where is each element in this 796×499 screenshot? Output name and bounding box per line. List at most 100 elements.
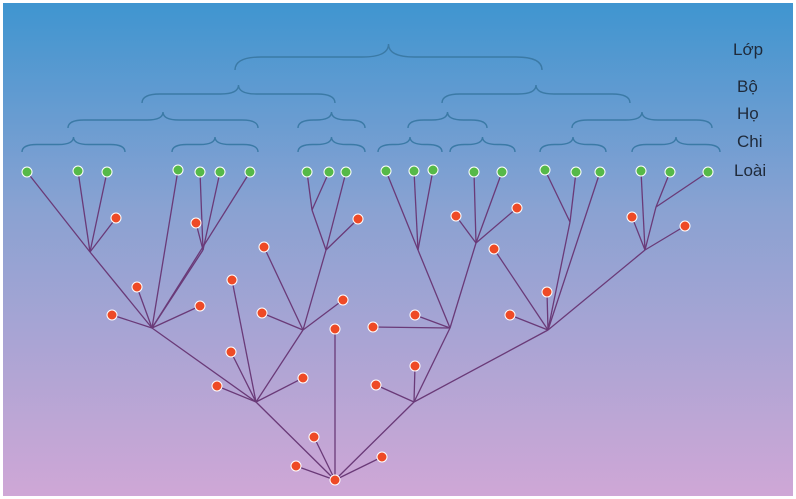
branch-line — [136, 286, 153, 329]
branch-line — [313, 436, 336, 481]
branch-line — [413, 170, 419, 251]
red-dot-icon — [106, 309, 118, 321]
branch-line — [413, 365, 416, 403]
red-dot-icon — [488, 243, 500, 255]
branch-line — [311, 171, 330, 211]
branch-line — [334, 456, 383, 481]
brace-chi — [377, 136, 443, 153]
branch-line — [569, 171, 577, 223]
green-dot-icon — [21, 166, 33, 178]
branch-line — [475, 171, 503, 244]
branch-line — [385, 170, 419, 251]
red-dot-icon — [504, 309, 516, 321]
branch-line — [255, 329, 304, 403]
branch-line — [295, 465, 336, 481]
branch-line — [413, 329, 549, 403]
red-dot-icon — [337, 294, 349, 306]
green-dot-icon — [301, 166, 313, 178]
branch-line — [89, 171, 108, 253]
rank-label-lop: Lớp — [733, 40, 763, 59]
rank-label-chi: Chi — [737, 132, 763, 151]
green-dot-icon — [214, 166, 226, 178]
branch-line — [455, 215, 477, 244]
red-dot-icon — [211, 380, 223, 392]
branch-line — [216, 385, 257, 403]
green-dot-icon — [172, 164, 184, 176]
green-dot-icon — [570, 166, 582, 178]
green-dot-icon — [72, 165, 84, 177]
branch-line — [473, 171, 477, 244]
brace-bo — [441, 84, 631, 104]
branch-line — [302, 299, 344, 331]
branch-line — [231, 279, 257, 403]
red-dot-icon — [367, 321, 379, 333]
green-dot-icon — [702, 166, 714, 178]
branch-line — [306, 171, 313, 211]
branch-line — [644, 225, 686, 251]
branch-line — [655, 171, 709, 208]
red-dot-icon — [256, 307, 268, 319]
green-dot-icon — [496, 166, 508, 178]
green-dot-icon — [427, 164, 439, 176]
branch-line — [325, 171, 347, 251]
red-dot-icon — [308, 431, 320, 443]
green-dot-icon — [380, 165, 392, 177]
green-dot-icon — [594, 166, 606, 178]
red-dot-icon — [376, 451, 388, 463]
branch-line — [509, 314, 549, 331]
branch-line — [414, 314, 451, 329]
red-dot-icon — [679, 220, 691, 232]
brace-ho — [67, 111, 259, 129]
red-dot-icon — [541, 286, 553, 298]
branch-line — [261, 312, 304, 331]
brace-chi — [171, 136, 259, 153]
red-dot-icon — [226, 274, 238, 286]
green-dot-icon — [340, 166, 352, 178]
branch-line — [151, 171, 251, 329]
species-nodes — [21, 164, 714, 486]
red-dot-icon — [190, 217, 202, 229]
green-dot-icon — [323, 166, 335, 178]
branch-line — [449, 242, 477, 329]
brace-bo — [141, 84, 336, 104]
brace-chi — [297, 136, 366, 153]
branch-line — [655, 171, 671, 208]
green-dot-icon — [244, 166, 256, 178]
green-dot-icon — [408, 165, 420, 177]
branch-line — [255, 377, 304, 403]
branch-line — [372, 326, 451, 329]
brace-lop — [234, 43, 543, 71]
red-dot-icon — [110, 212, 122, 224]
branch-line — [311, 209, 327, 251]
red-dot-icon — [225, 346, 237, 358]
branch-line — [644, 206, 657, 251]
green-dot-icon — [539, 164, 551, 176]
branch-line — [631, 216, 646, 251]
brace-chi — [631, 136, 721, 153]
red-dot-icon — [450, 210, 462, 222]
rank-label-ho: Họ — [737, 104, 759, 123]
branch-line — [230, 351, 257, 403]
branch-line — [547, 221, 571, 331]
red-dot-icon — [329, 323, 341, 335]
branch-line — [640, 170, 646, 251]
red-dot-icon — [409, 360, 421, 372]
branch-line — [475, 207, 518, 244]
rank-label-bo: Bộ — [737, 77, 758, 96]
branch-line — [26, 171, 91, 253]
red-dot-icon — [297, 372, 309, 384]
diagram-background — [3, 3, 793, 496]
red-dot-icon — [511, 202, 523, 214]
red-dot-icon — [409, 309, 421, 321]
branch-line — [89, 217, 117, 253]
branch-line — [325, 218, 359, 251]
branch-line — [77, 170, 91, 253]
rank-braces — [21, 43, 721, 153]
branch-line — [151, 327, 257, 403]
tree-branches — [26, 169, 709, 481]
red-dot-icon — [194, 300, 206, 312]
branch-line — [547, 249, 646, 331]
branch-line — [493, 248, 549, 331]
